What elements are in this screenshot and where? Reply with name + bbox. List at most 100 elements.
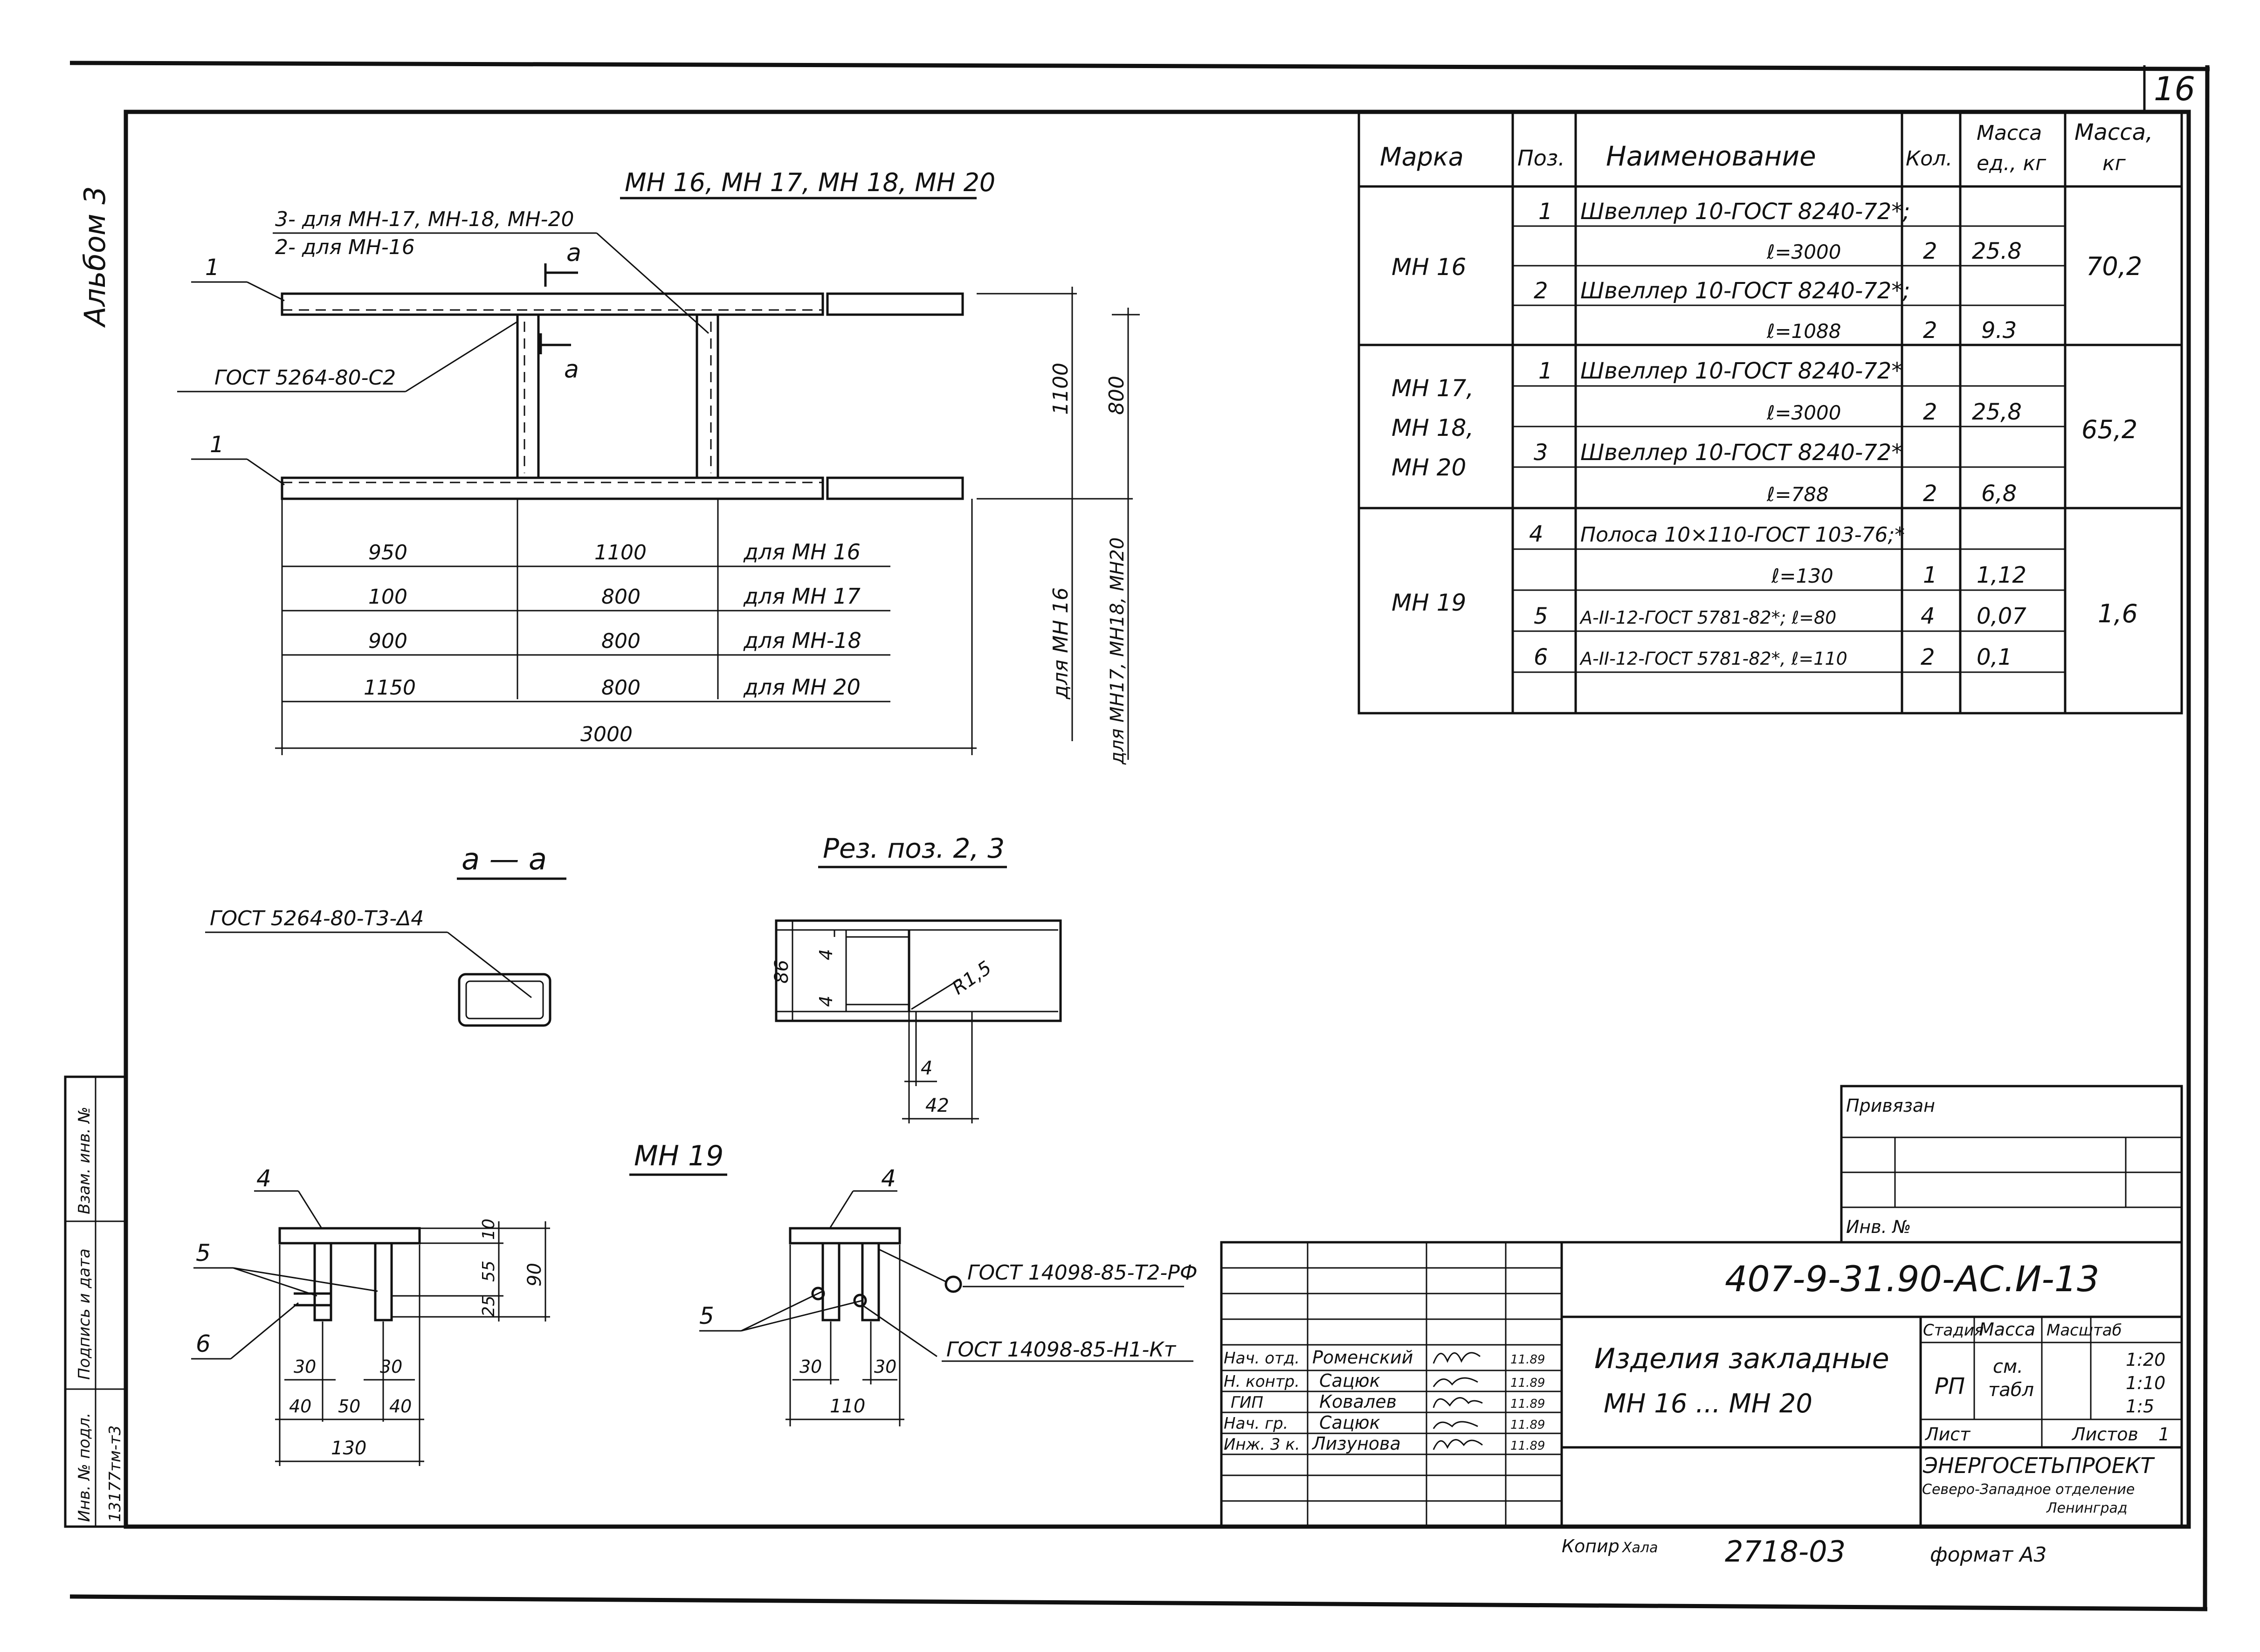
staff-2-name: Ковалев xyxy=(1319,1391,1397,1412)
dim-row-1-b: 800 xyxy=(601,585,641,609)
spec-g0-r1-unit: 25.8 xyxy=(1972,238,2022,264)
spec-g1-total: 65,2 xyxy=(2081,415,2137,444)
dim-row-3-label: для МН 20 xyxy=(743,675,861,700)
post-right xyxy=(696,313,719,479)
spec-g1-r1-name: ℓ=3000 xyxy=(1766,401,1841,424)
stage-value: РП xyxy=(1935,1373,1965,1399)
org-branch: Северо-Западное отделение xyxy=(1922,1481,2135,1498)
mh19-title: МН 19 xyxy=(634,1140,723,1172)
scale-1: 1:20 xyxy=(2126,1349,2165,1370)
org-city: Ленинград xyxy=(2046,1500,2128,1516)
dim-row-1: 100 800 для МН 17 xyxy=(282,584,890,612)
mh19-weld-note-2: ГОСТ 14098-85-Н1-Кт xyxy=(946,1338,1177,1362)
section-aa-weld-note: ГОСТ 5264-80-Т3-Δ4 xyxy=(210,907,424,930)
scale-3: 1:5 xyxy=(2126,1396,2154,1417)
dim-row-1-label: для МН 17 xyxy=(743,584,861,609)
spec-g1-r0-pos: 1 xyxy=(1538,358,1553,384)
main-drawing: МН 16, МН 17, МН 18, МН 20 3- для МН-17,… xyxy=(177,168,1140,765)
copy-label: Копир xyxy=(1562,1536,1619,1556)
spec-g2-r2-name: А-II-12-ГОСТ 5781-82*; ℓ=80 xyxy=(1579,607,1836,628)
spec-g0-r0-name: Швеллер 10-ГОСТ 8240-72*; xyxy=(1580,199,1910,225)
spec-header-qty: Кол. xyxy=(1906,147,1952,171)
sheet-label: Лист xyxy=(1924,1424,1971,1445)
spec-header-pos: Поз. xyxy=(1517,145,1565,171)
section-aa-profile xyxy=(458,973,551,1027)
spec-g2-r0-name: Полоса 10×110-ГОСТ 103-76;* xyxy=(1580,523,1905,547)
spec-g2-r3-name: А-II-12-ГОСТ 5781-82*, ℓ=110 xyxy=(1579,648,1847,669)
staff-4-date: 11.89 xyxy=(1510,1439,1545,1453)
dim-row-2: 900 800 для МН-18 xyxy=(282,628,890,656)
spec-header-unit-mass-2: ед., кг xyxy=(1977,151,2046,175)
spec-g2-total: 1,6 xyxy=(2098,599,2138,628)
dim-height-800: 800 xyxy=(1105,376,1129,415)
mh19-dim-40-left: 40 xyxy=(289,1396,311,1417)
post-left xyxy=(516,313,540,479)
mh19-dim-130: 130 xyxy=(331,1438,366,1459)
spec-header-total-mass-1: Масса, xyxy=(2074,119,2153,145)
mh19-dim-50: 50 xyxy=(338,1396,360,1417)
spec-g0-r2-pos: 2 xyxy=(1534,278,1548,304)
dim-height-1100: 1100 xyxy=(1049,363,1073,415)
spec-g2-r3-unit: 0,1 xyxy=(1977,644,2012,670)
staff-0-name: Роменский xyxy=(1312,1347,1413,1368)
spec-g2-r0-pos: 4 xyxy=(1529,521,1543,547)
dim-row-0-label: для МН 16 xyxy=(743,539,861,564)
bottom-notes: Копир Хала 2718-03 формат А3 xyxy=(1562,1535,2046,1569)
mh19-right-pos-5: 5 xyxy=(699,1302,714,1329)
mh19-dim-40-right: 40 xyxy=(389,1396,412,1417)
mh19-right-pos-4: 4 xyxy=(881,1165,896,1192)
mh19-pos-4: 4 xyxy=(256,1165,271,1192)
spec-g0-r1-qty: 2 xyxy=(1923,238,1937,264)
staff-1-role: Н. контр. xyxy=(1224,1372,1300,1391)
album-label: Альбом 3 xyxy=(78,186,112,328)
spec-g1-mark-0: МН 17, xyxy=(1392,375,1474,402)
drawing-name-2: МН 16 ... МН 20 xyxy=(1604,1389,1812,1419)
inv-number: 13177тм-т3 xyxy=(106,1425,124,1522)
drawing-code: 407-9-31.90-АС.И-13 xyxy=(1725,1258,2099,1300)
cut-dim-4-bottom: 4 xyxy=(816,996,836,1007)
staff-1-name: Сацюк xyxy=(1319,1370,1380,1391)
pos-note-1: 3- для МН-17, МН-18, МН-20 xyxy=(275,207,574,231)
spec-header-name: Наименование xyxy=(1606,140,1816,172)
spec-g1-r2-pos: 3 xyxy=(1534,440,1548,466)
spec-g1-mark-2: МН 20 xyxy=(1392,454,1466,481)
copy-signature: Хала xyxy=(1621,1540,1658,1556)
vzam-inv-label: Взам. инв. № xyxy=(75,1107,94,1214)
spec-header-mark: Марка xyxy=(1380,142,1464,172)
spec-g0-total: 70,2 xyxy=(2086,252,2142,281)
spec-g0-r2-name: Швеллер 10-ГОСТ 8240-72*; xyxy=(1580,278,1910,304)
staff-4-name: Лизунова xyxy=(1311,1433,1401,1454)
mh19-right-dim-110: 110 xyxy=(830,1396,865,1417)
sheets-label: Листов xyxy=(2071,1424,2138,1445)
dim-row-2-label: для МН-18 xyxy=(743,628,861,653)
staff-2-role: ГИП xyxy=(1231,1393,1263,1412)
dim-total-3000: 3000 xyxy=(580,723,633,746)
mh19-plate xyxy=(278,1227,421,1245)
spec-g0-r1-name: ℓ=3000 xyxy=(1766,241,1841,263)
spec-g1-r1-qty: 2 xyxy=(1923,399,1937,425)
sheet-number: 16 xyxy=(2154,70,2195,108)
weld-note-c2: ГОСТ 5264-80-С2 xyxy=(214,366,396,390)
spec-g1-r3-name: ℓ=788 xyxy=(1766,483,1829,506)
mh19-dim-90: 90 xyxy=(524,1263,545,1287)
spec-g0-mark-0: МН 16 xyxy=(1392,254,1466,281)
podpis-label: Подпись и дата xyxy=(75,1248,94,1380)
spec-g2-r2-pos: 5 xyxy=(1534,603,1548,629)
spec-g1-r3-qty: 2 xyxy=(1923,481,1937,507)
spec-g0-r3-name: ℓ=1088 xyxy=(1766,320,1841,343)
pos-1-top: 1 xyxy=(205,255,220,281)
cut-detail: Рез. поз. 2, 3 86 4 4 R1,5 4 42 xyxy=(771,833,1062,1123)
scale-2: 1:10 xyxy=(2126,1373,2165,1393)
copy-number: 2718-03 xyxy=(1725,1535,1846,1569)
dim-row-2-a: 900 xyxy=(368,629,407,653)
bottom-channel xyxy=(281,476,824,500)
mh19-drawing: МН 19 4 5 6 10 55 25 90 30 xyxy=(191,1140,1198,1466)
spec-g2-r2-qty: 4 xyxy=(1921,603,1935,629)
side-label-mh16: для МН 16 xyxy=(1049,587,1073,700)
spec-g2-r3-qty: 2 xyxy=(1921,644,1935,670)
top-channel xyxy=(281,292,824,316)
format-label: формат А3 xyxy=(1930,1543,2046,1567)
mh19-right-dim-30-right: 30 xyxy=(874,1356,896,1377)
dim-row-0-b: 1100 xyxy=(594,541,647,564)
sheets-count: 1 xyxy=(2158,1424,2170,1445)
